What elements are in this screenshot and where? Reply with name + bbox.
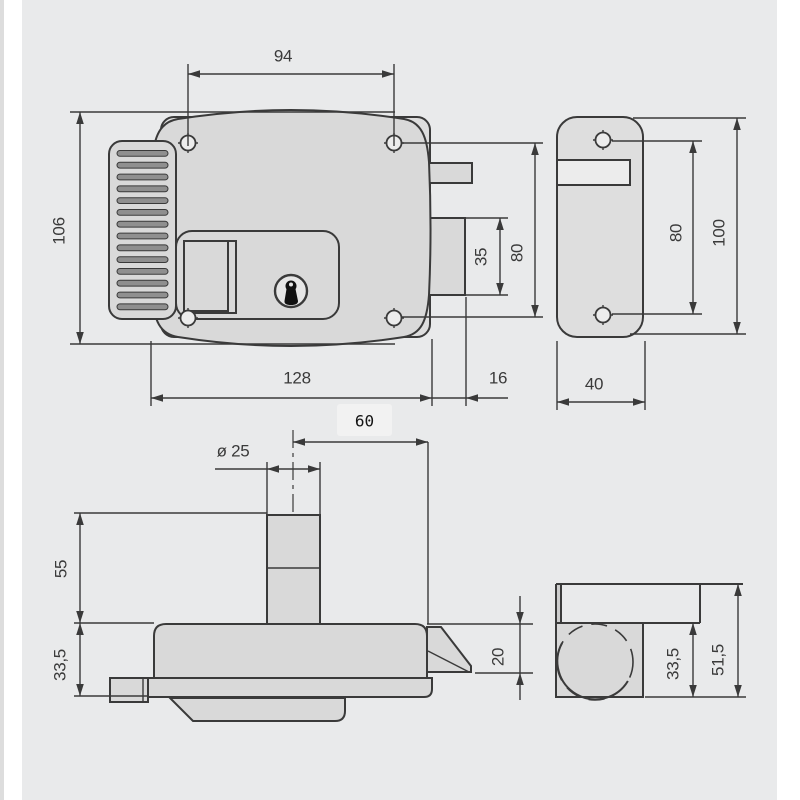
base-plate [144,677,433,698]
dim-16-label: 16 [489,369,507,388]
dim-94-label: 94 [274,47,292,66]
screw-hole [384,308,404,328]
lock-front-view [108,109,473,347]
dimension-lines [70,64,746,700]
screw-hole [593,305,613,325]
knob-block-inner [183,240,229,312]
dim-33-5-lock-label: 33,5 [51,649,70,681]
screw-hole [593,130,613,150]
dim-40-label: 40 [585,375,603,394]
louver-slots [116,150,169,311]
dim-33-5-strike-label: 33,5 [664,648,683,680]
highlight-box [337,404,392,436]
latch-bolt [425,217,466,296]
screw-hole [178,308,198,328]
dim-128-label: 128 [283,369,310,388]
side-block [109,677,149,703]
deadbolt [425,162,473,184]
cylinder-housing [175,230,340,320]
strike-plate-top-view [555,583,743,701]
dim-80-strike-label: 80 [667,224,686,242]
cylinder [266,514,321,625]
dimension-labels: 94 106 128 16 35 80 80 100 40 ø 25 55 33… [50,47,729,681]
dim-51-5-label: 51,5 [709,644,728,676]
highlight-annotation: 60 [337,404,392,436]
strike-plate [556,116,644,338]
dim-60-highlight-label: 60 [355,412,374,431]
dim-106-label: 106 [50,217,69,244]
dim-35-label: 35 [472,248,491,266]
roller-circle [556,642,629,701]
strike-plate-edge [556,584,561,623]
dim-80-lock-label: 80 [508,244,527,262]
dim-55-label: 55 [52,560,71,578]
lock-top-view [109,430,472,722]
dim-dia-25-label: ø 25 [217,442,250,461]
strike-slot [556,159,631,186]
left-edge-shadow [0,0,4,800]
lock-case-top [153,623,428,679]
keyhole-icon [273,273,309,309]
strike-plate-front-view [556,116,644,338]
dim-100-label: 100 [710,219,729,246]
bottom-cover [167,697,346,722]
strike-box [555,622,644,698]
dim-20-label: 20 [489,648,508,666]
